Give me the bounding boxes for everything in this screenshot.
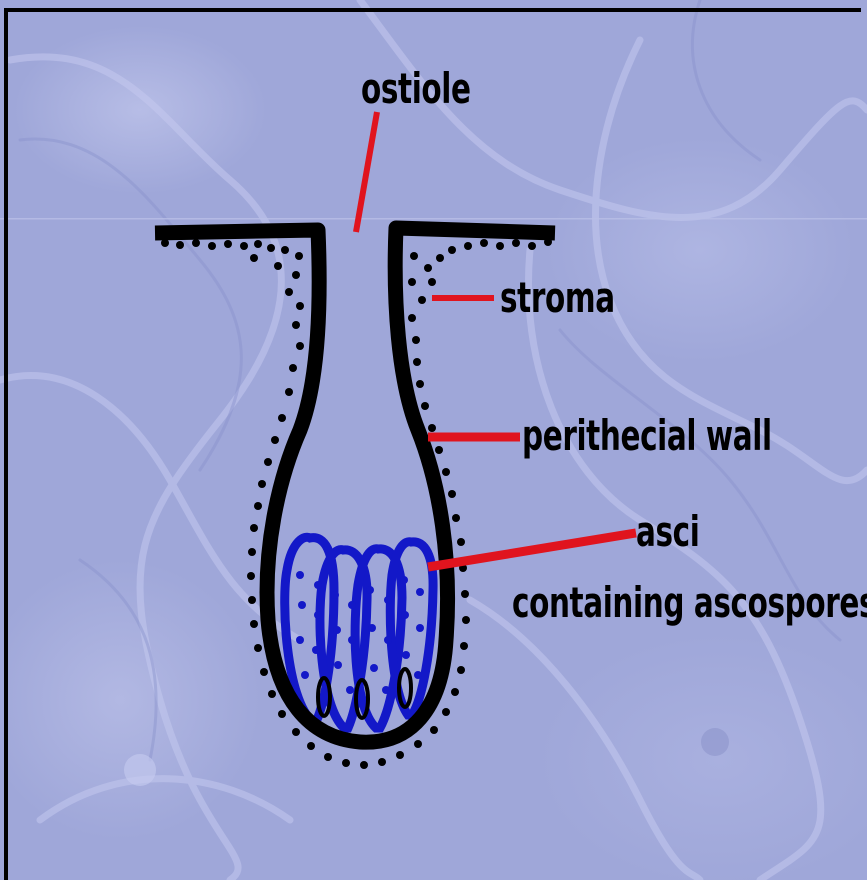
label-stroma: stroma [500,273,615,322]
label-containing-ascospores: containing ascospores [512,578,867,627]
ostiole-pointer [356,112,377,232]
asci-pointer [428,533,636,567]
label-asci: asci [636,507,699,556]
label-perithecial-wall: perithecial wall [522,411,772,460]
label-ostiole: ostiole [361,64,471,113]
